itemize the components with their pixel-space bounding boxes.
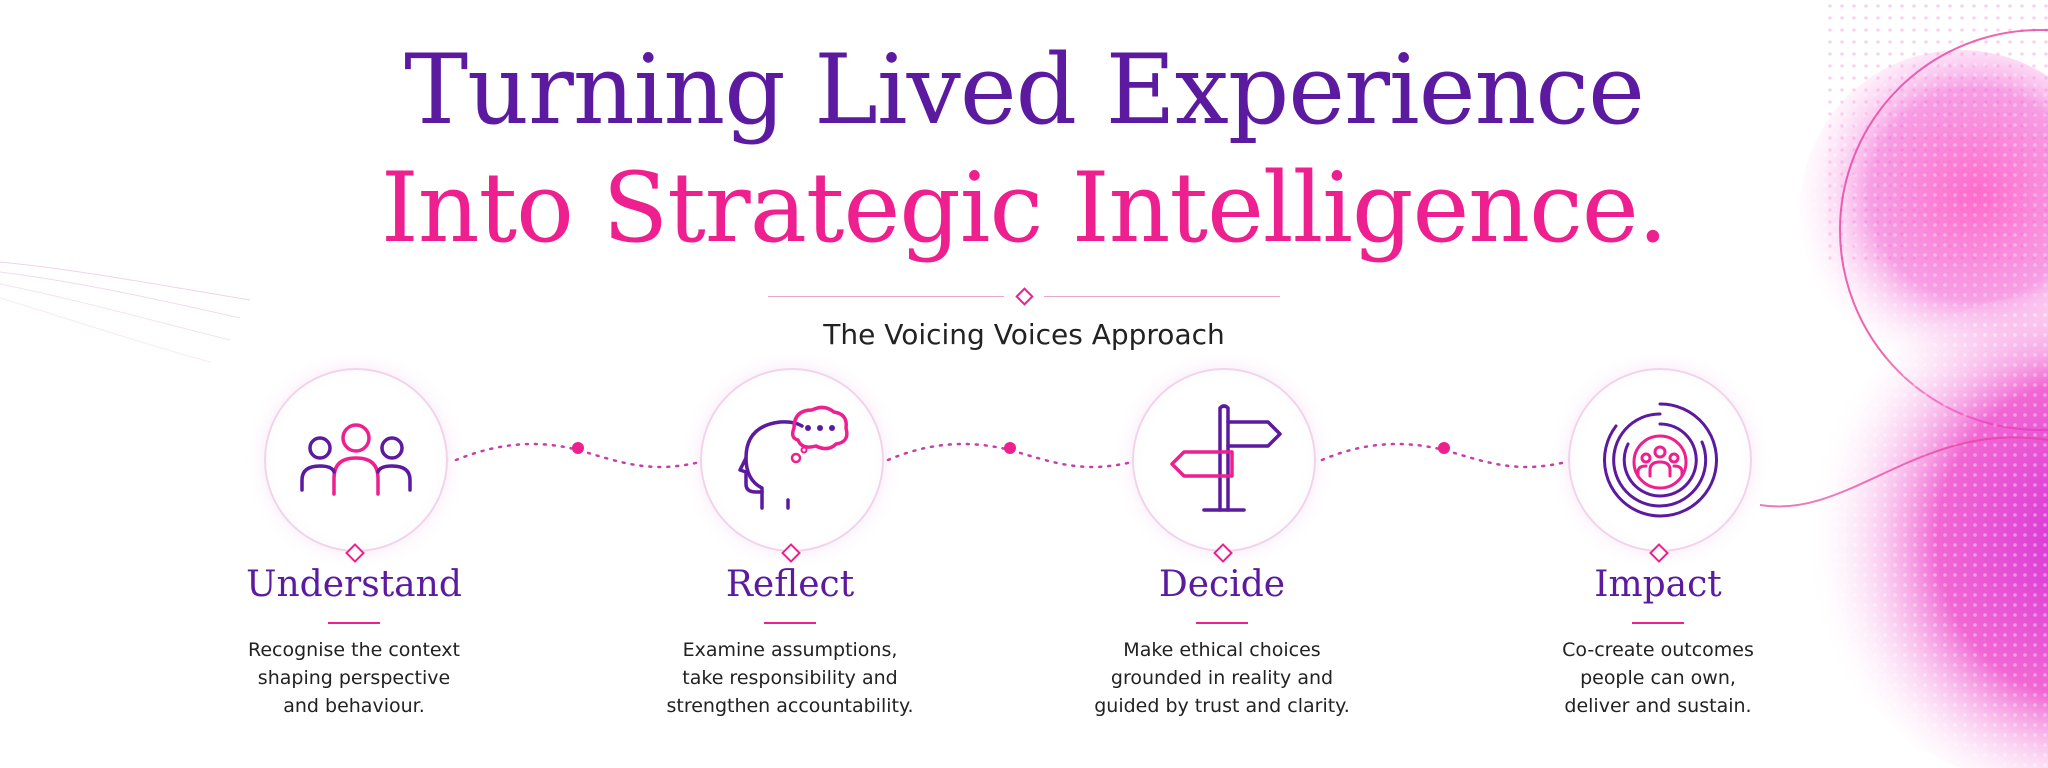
divider-line-right bbox=[1044, 296, 1280, 297]
step-description: Recognise the context shaping perspectiv… bbox=[248, 639, 460, 717]
step-understand: Understand Recognise the context shaping… bbox=[154, 368, 554, 748]
step-title: Decide bbox=[1158, 564, 1286, 605]
step-title: Understand bbox=[246, 564, 462, 605]
diamond-icon bbox=[1015, 287, 1034, 306]
step-icon-circle bbox=[1568, 368, 1752, 552]
step-underline bbox=[1196, 622, 1248, 624]
step-icon-circle bbox=[1132, 368, 1316, 552]
step-icon-circle bbox=[264, 368, 448, 552]
step-underline bbox=[1632, 622, 1684, 624]
subtitle: The Voicing Voices Approach bbox=[823, 318, 1225, 351]
title-divider bbox=[768, 287, 1280, 306]
step-icon-circle bbox=[700, 368, 884, 552]
headline-line-2: Into Strategic Intelligence. bbox=[380, 152, 1668, 264]
head-thought-bubble-icon bbox=[738, 405, 849, 510]
step-impact: Impact Co-create outcomes people can own… bbox=[1458, 368, 1858, 748]
step-underline bbox=[764, 622, 816, 624]
signpost-icon bbox=[1170, 404, 1282, 512]
step-decide: Decide Make ethical choices grounded in … bbox=[1022, 368, 1422, 748]
target-community-icon bbox=[1603, 402, 1718, 518]
step-description: Make ethical choices grounded in reality… bbox=[1094, 639, 1350, 717]
step-description: Co-create outcomes people can own, deliv… bbox=[1562, 639, 1754, 717]
divider-line-left bbox=[768, 296, 1004, 297]
step-description: Examine assumptions, take responsibility… bbox=[666, 639, 914, 717]
headline-line-1: Turning Lived Experience bbox=[404, 34, 1645, 146]
people-group-icon bbox=[300, 423, 412, 496]
step-reflect: Reflect Examine assumptions, take respon… bbox=[590, 368, 990, 748]
step-title: Reflect bbox=[725, 564, 855, 605]
step-title: Impact bbox=[1594, 564, 1722, 605]
step-underline bbox=[328, 622, 380, 624]
